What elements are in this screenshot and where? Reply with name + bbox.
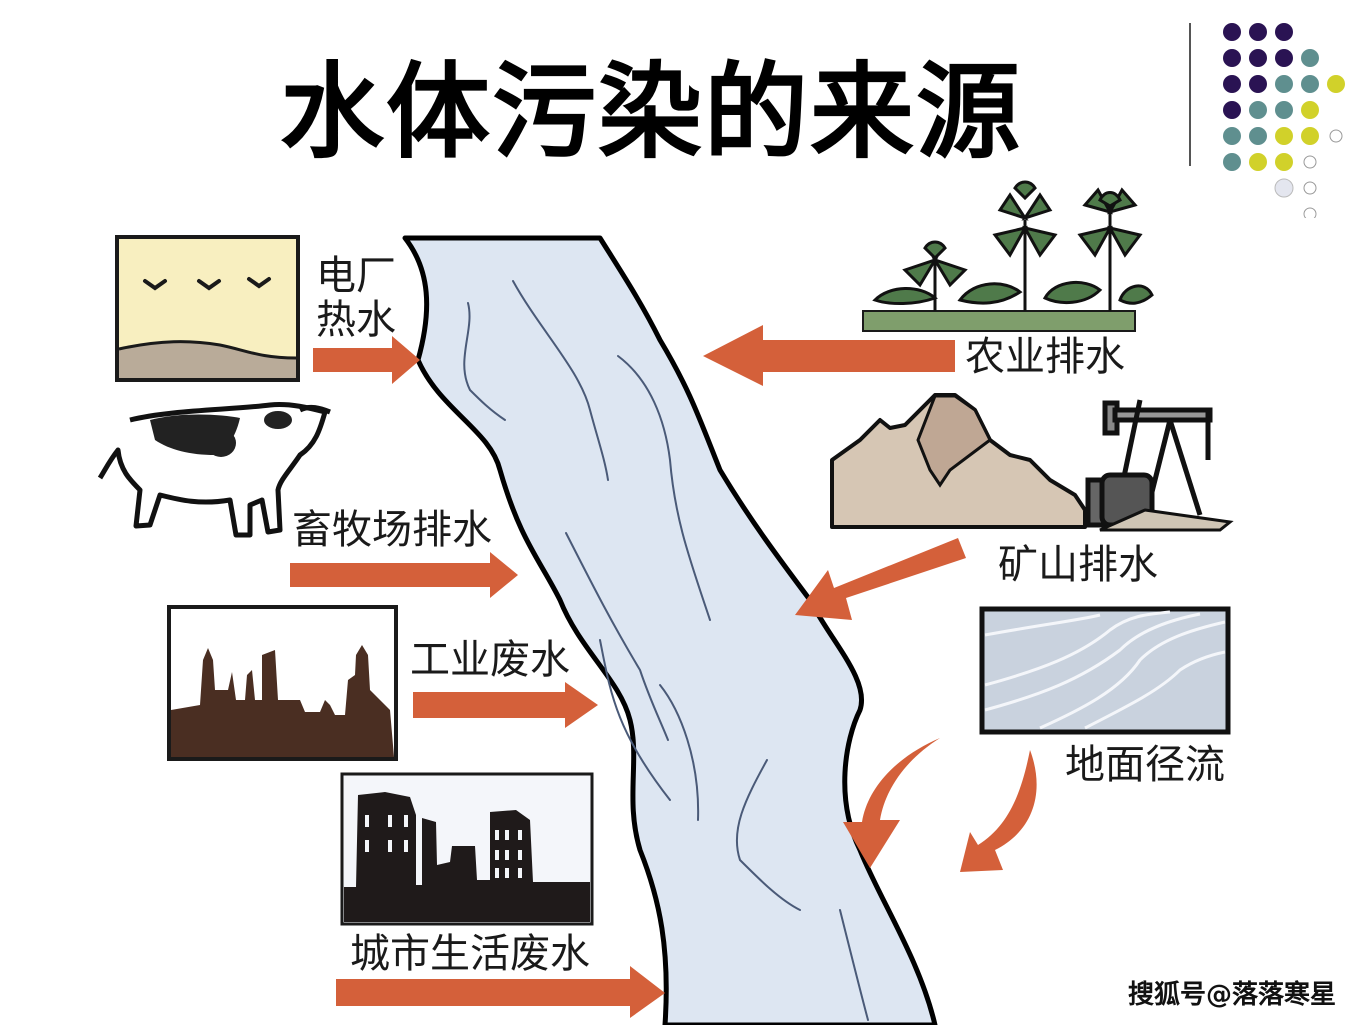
- arrow-livestock: [290, 552, 518, 598]
- arrow-agriculture: [703, 325, 955, 386]
- decorative-dot: [1249, 49, 1267, 67]
- factory-skyline-icon: [167, 605, 398, 761]
- decorative-dot: [1275, 153, 1293, 171]
- decorative-dot: [1249, 153, 1267, 171]
- decorative-dot: [1303, 181, 1317, 195]
- cow-icon: [97, 402, 331, 538]
- decorative-dot-grid: [1185, 18, 1345, 218]
- label-livestock: 畜牧场排水: [292, 507, 492, 553]
- decorative-dot: [1249, 75, 1267, 93]
- decorative-dot: [1223, 153, 1241, 171]
- surface-runoff-icon: [979, 606, 1231, 735]
- decorative-dot: [1303, 207, 1317, 218]
- river: [402, 235, 938, 1025]
- label-agriculture: 农业排水: [965, 334, 1125, 380]
- decorative-dot: [1249, 101, 1267, 119]
- decorative-dot: [1275, 75, 1293, 93]
- label-power-plant: 电厂 热水: [316, 254, 396, 342]
- decorative-dot: [1275, 101, 1293, 119]
- label-urban: 城市生活废水: [350, 931, 590, 977]
- decorative-dot: [1249, 23, 1267, 41]
- city-buildings-icon: [340, 772, 594, 926]
- watermark: 搜狐号@落落寒星: [1127, 980, 1336, 1010]
- decorative-dot: [1301, 127, 1319, 145]
- power-plant-hot-water-icon: [115, 235, 300, 382]
- mountain-oil-pump-icon: [830, 393, 1234, 532]
- label-power-plant-line1: 电厂: [316, 253, 396, 299]
- decorative-dot: [1223, 49, 1241, 67]
- decorative-dot: [1275, 127, 1293, 145]
- decorative-dot: [1303, 155, 1317, 169]
- decorative-dot: [1329, 129, 1343, 143]
- label-industry: 工业废水: [410, 637, 570, 683]
- decorative-dot: [1274, 178, 1294, 198]
- arrow-mining: [795, 538, 966, 620]
- decorative-dot: [1249, 127, 1267, 145]
- decorative-dot: [1275, 49, 1293, 67]
- decorative-dot: [1301, 75, 1319, 93]
- decorative-dot: [1301, 101, 1319, 119]
- decorative-dot: [1223, 127, 1241, 145]
- decorative-dot: [1275, 23, 1293, 41]
- arrow-runoff-right: [960, 750, 1037, 872]
- crop-plants-icon: [862, 180, 1154, 332]
- arrow-industry: [413, 682, 598, 728]
- arrow-runoff-left: [843, 738, 940, 868]
- decorative-dot: [1301, 49, 1319, 67]
- arrow-power-plant: [313, 336, 420, 384]
- arrow-urban: [336, 966, 665, 1018]
- page-title: 水体污染的来源: [280, 51, 1023, 173]
- label-runoff: 地面径流: [1065, 742, 1225, 788]
- decorative-dot: [1223, 75, 1241, 93]
- label-mining: 矿山排水: [998, 542, 1158, 588]
- decorative-dot: [1327, 75, 1345, 93]
- label-power-plant-line2: 热水: [316, 297, 396, 343]
- decorative-dot: [1223, 101, 1241, 119]
- decorative-dot: [1223, 23, 1241, 41]
- arrows: [290, 325, 1037, 1018]
